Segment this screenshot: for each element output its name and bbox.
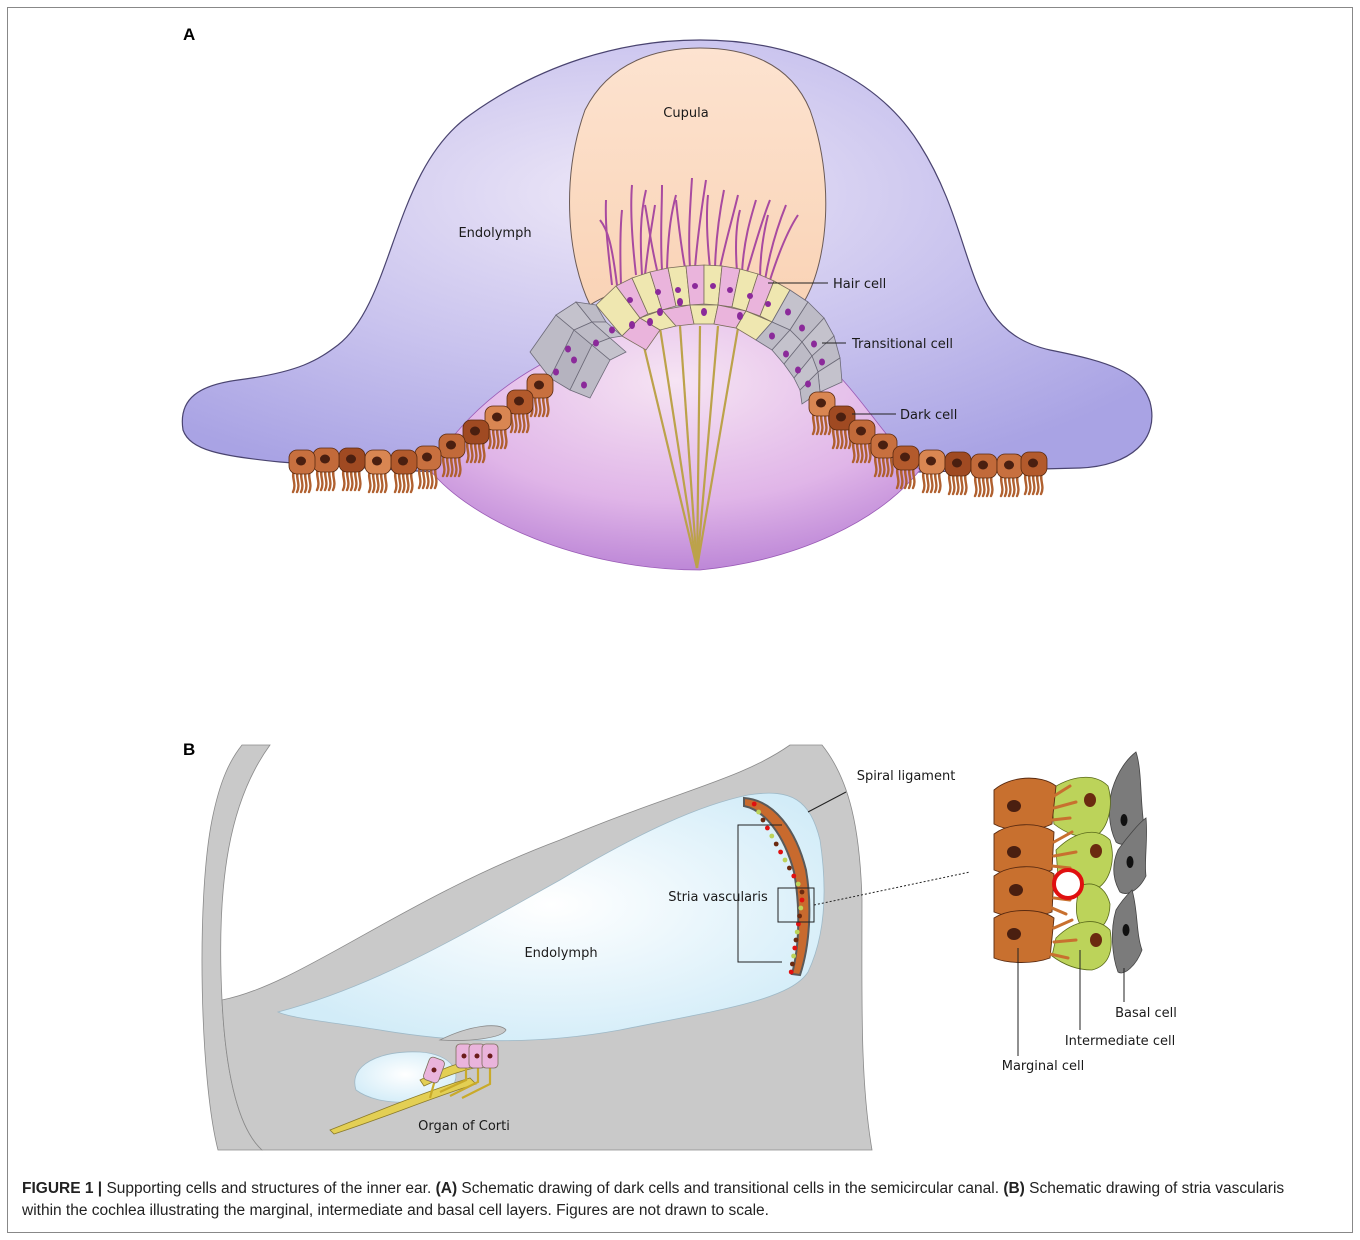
stria-cell-dot (795, 930, 800, 935)
dark-cell (971, 454, 997, 496)
stria-cell-dot (756, 810, 761, 815)
dark-cell (313, 448, 339, 490)
basal-cells (1109, 752, 1146, 973)
hair-cell-label: Hair cell (833, 277, 886, 292)
organ-of-corti-label: Organ of Corti (418, 1119, 510, 1134)
stria-cell-dot (791, 874, 796, 879)
dark-cell (1021, 452, 1047, 494)
panel-b-letter: B (183, 740, 195, 759)
marginal-cell-label: Marginal cell (1002, 1059, 1084, 1074)
cupula-label: Cupula (663, 106, 708, 121)
stria-inset: Basal cell Intermediate cell Marginal ce… (994, 752, 1177, 1074)
spiral-ligament-label: Spiral ligament (857, 769, 956, 784)
transitional-cell-label: Transitional cell (851, 337, 953, 352)
stria-cell-dot (791, 954, 796, 959)
stria-cell-dot (752, 802, 757, 807)
figure-caption: FIGURE 1 | Supporting cells and structur… (22, 1178, 1322, 1222)
stria-cell-dot (765, 826, 770, 831)
dark-cell (415, 446, 441, 488)
caption-lead: Supporting cells and structures of the i… (102, 1180, 435, 1197)
caption-a-tag: (A) (436, 1180, 458, 1197)
dark-cell (339, 448, 365, 490)
dark-cell (919, 450, 945, 492)
stria-cell-dot (790, 962, 795, 967)
figure-canvas: A Cupula Endolymph (0, 0, 1360, 1170)
stria-vascularis-label: Stria vascularis (668, 890, 768, 905)
stria-cell-dot (796, 882, 801, 887)
caption-figure-label: FIGURE 1 | (22, 1180, 102, 1197)
dark-cell-label: Dark cell (900, 408, 957, 423)
dark-cell (391, 450, 417, 492)
stria-cell-dot (789, 970, 794, 975)
endolymph-label-a: Endolymph (458, 226, 531, 241)
marginal-cells (994, 778, 1056, 962)
panel-b: B (183, 740, 1177, 1150)
stria-cell-dot (774, 842, 779, 847)
caption-b-tag: (B) (1003, 1180, 1025, 1197)
panel-a: A Cupula Endolymph (182, 25, 1152, 570)
stria-cell-dot (761, 818, 766, 823)
stria-cell-dot (778, 850, 783, 855)
stria-cell-dot (797, 914, 802, 919)
dark-cell (289, 450, 315, 492)
basal-cell-label: Basal cell (1115, 1006, 1177, 1021)
caption-a-text: Schematic drawing of dark cells and tran… (457, 1180, 1003, 1197)
stria-cell-dot (800, 898, 805, 903)
stria-cell-dot (794, 938, 799, 943)
stria-cell-dot (769, 834, 774, 839)
capillary (1054, 870, 1082, 898)
panel-a-letter: A (183, 25, 195, 44)
stria-cell-dot (787, 866, 792, 871)
stria-cell-dot (783, 858, 788, 863)
intermediate-cell-label: Intermediate cell (1065, 1034, 1175, 1049)
stria-cell-dot (792, 946, 797, 951)
dark-cell (945, 452, 971, 494)
endolymph-region-b (278, 793, 824, 1041)
endolymph-label-b: Endolymph (524, 946, 597, 961)
dark-cell (997, 454, 1023, 496)
stria-cell-dot (798, 906, 803, 911)
dark-cell (365, 450, 391, 492)
stria-cell-dot (800, 890, 805, 895)
